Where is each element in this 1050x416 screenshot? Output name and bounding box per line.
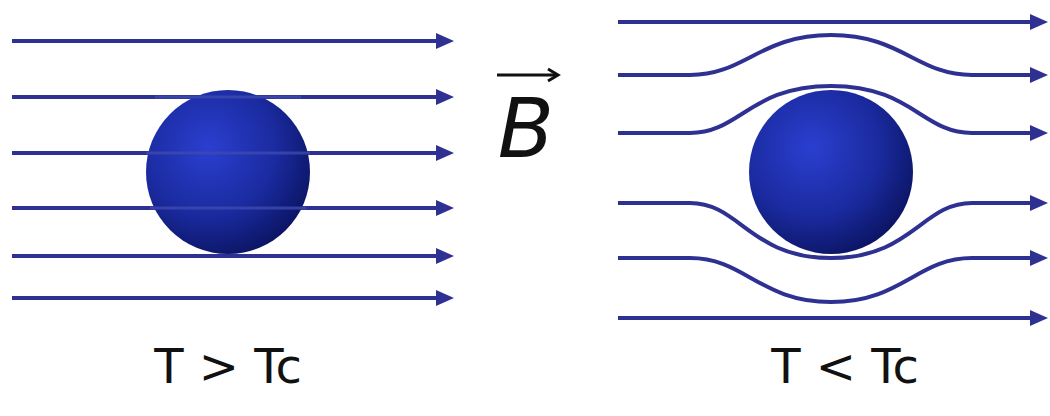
normal-sphere [146, 90, 310, 254]
temperature-label: T < Tc [771, 342, 919, 390]
left-field-lines [12, 41, 440, 298]
temperature-label: T > Tc [154, 342, 302, 390]
right-field-lines [618, 22, 1035, 318]
right-arrowheads [1030, 14, 1048, 326]
field-symbol: B [498, 88, 554, 170]
left-arrowheads [436, 33, 454, 306]
superconducting-sphere [749, 90, 913, 254]
vector-arrow [497, 69, 558, 81]
left-field-lines-through [146, 97, 310, 208]
